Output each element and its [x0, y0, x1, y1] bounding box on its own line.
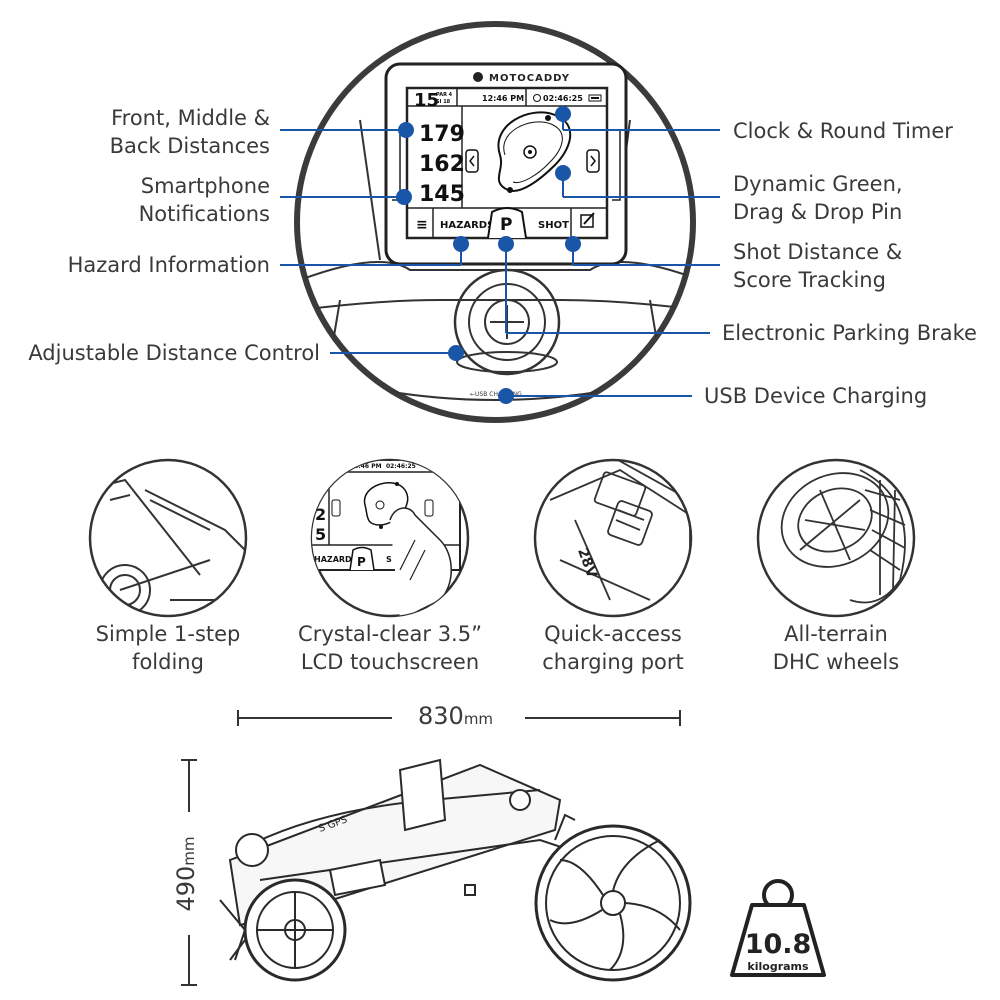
callout-green: Dynamic Green, Drag & Drop Pin [733, 172, 903, 224]
timer-icon [533, 94, 541, 102]
motocaddy-logo-icon [473, 72, 483, 82]
menu-icon: ≡ [416, 217, 428, 233]
hole-number: 15 [414, 90, 439, 111]
thumb-lcd: 12:46 PM 02:46:25 2 5 HAZARDS P S [310, 458, 470, 618]
feature-caption-lcd: Crystal-clear 3.5” LCD touchscreen [298, 622, 482, 674]
callout-dot-green [555, 165, 571, 181]
distance-back: 145 [419, 182, 465, 207]
rear-wheel [534, 824, 692, 982]
hazards-button: HAZARDS [440, 220, 494, 231]
callout-clock: Clock & Round Timer [733, 119, 953, 143]
callout-distances: Front, Middle & Back Distances [109, 106, 270, 158]
svg-text:HAZARDS: HAZARDS [314, 555, 358, 564]
screen-brand: MOTOCADDY [489, 73, 570, 84]
callout-brake: Electronic Parking Brake [722, 321, 977, 345]
callout-shot: Shot Distance & Score Tracking [733, 240, 903, 292]
feature-caption-wheels: All-terrain DHC wheels [772, 622, 900, 674]
feature-caption-folding: Simple 1-step folding [95, 622, 241, 674]
svg-text:P: P [357, 555, 366, 569]
green-shape [497, 111, 572, 192]
folded-trolley [219, 758, 692, 982]
callout-dot-hazard [453, 236, 469, 252]
pin-target-icon [523, 145, 537, 159]
feature-caption-charging: Quick-access charging port [542, 622, 684, 674]
callout-dot-notifications [396, 189, 412, 205]
hole-si: SI 18 [436, 99, 451, 105]
length-dimension: 830mm [418, 702, 494, 730]
callout-dot-distance-control [448, 345, 464, 361]
hero-illustration: MOTOCADDY 15 PAR 4 SI 18 12:46 PM 02:46:… [280, 21, 720, 423]
thumb-folding [88, 458, 248, 618]
weight-icon: 10.8 kilograms [730, 879, 826, 977]
distance-middle: 162 [419, 152, 465, 177]
clock-time: 12:46 PM [482, 94, 524, 103]
park-label: P [500, 215, 512, 235]
battery-icon [588, 94, 602, 102]
callout-hazard: Hazard Information [67, 253, 270, 277]
chevron-left-icon [469, 155, 475, 167]
thumb-charging-port: 28V [533, 458, 693, 618]
weight-value: 10.8 [745, 929, 812, 960]
hole-par: PAR 4 [436, 92, 453, 98]
thumb-wheels [756, 458, 916, 618]
callout-notifications: Smartphone Notifications [138, 174, 270, 226]
svg-text:S: S [386, 555, 392, 564]
height-dimension: 490mm [172, 836, 200, 912]
edit-icon [580, 214, 594, 228]
prev-hole-button [465, 149, 479, 173]
callout-dot-distances [398, 122, 414, 138]
round-timer: 02:46:25 [543, 94, 583, 103]
chevron-right-icon [590, 155, 596, 167]
svg-text:2: 2 [315, 505, 326, 524]
callout-usb: USB Device Charging [704, 384, 928, 408]
svg-text:02:46:25: 02:46:25 [386, 463, 416, 470]
weight-unit: kilograms [747, 960, 809, 973]
svg-text:5: 5 [315, 525, 326, 544]
distance-front: 179 [419, 122, 465, 147]
shot-button: SHOT [538, 220, 569, 231]
svg-text:12:46 PM: 12:46 PM [350, 463, 382, 470]
feature-thumbnails: 12:46 PM 02:46:25 2 5 HAZARDS P S [88, 458, 916, 618]
callout-dot-brake [498, 236, 514, 252]
callout-dot-shot [565, 236, 581, 252]
callout-dot-usb [498, 388, 514, 404]
park-button [487, 207, 527, 239]
callout-distance-control: Adjustable Distance Control [28, 341, 320, 365]
usb-label: ←USB CHARGING [470, 391, 522, 398]
next-hole-button [586, 149, 600, 173]
dimension-lines: S GPS 10.8 kilograms [181, 710, 826, 986]
